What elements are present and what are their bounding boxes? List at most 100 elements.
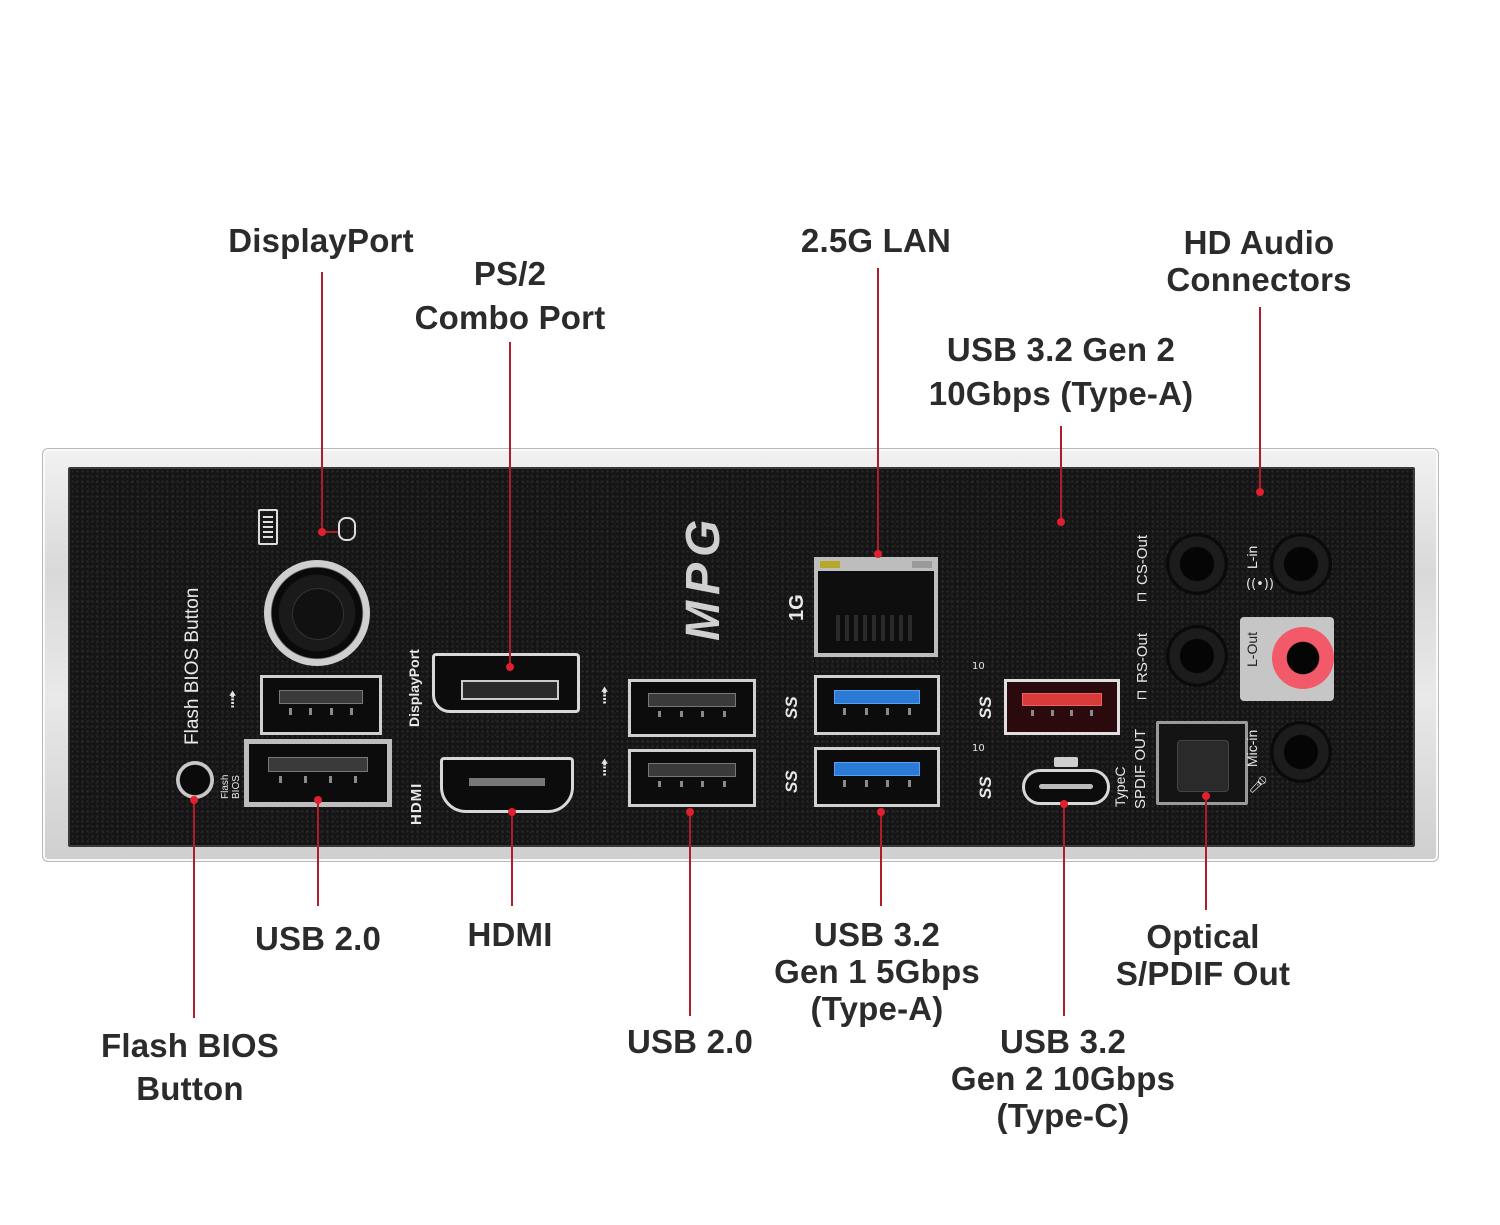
- speaker-icon: ⊏: [1136, 687, 1148, 703]
- mpg-logo: MPG: [677, 513, 730, 641]
- callout-line: USB 2.0: [626, 1023, 754, 1060]
- mic-in-label: Mic-in: [1244, 729, 1260, 767]
- callout-line: (Type-A): [810, 990, 944, 1027]
- lan-led-right: [912, 561, 932, 568]
- io-panel: Flash BIOS Button Flash BIOS ⭫ DisplayPo…: [68, 467, 1415, 847]
- rs-out-label: RS-Out: [1134, 632, 1151, 683]
- audio-jack-line-out[interactable]: [1272, 627, 1334, 689]
- audio-jack-rs-out[interactable]: [1166, 625, 1228, 687]
- callout-line: S/PDIF Out: [1115, 955, 1291, 992]
- callout-line: Combo Port: [414, 299, 606, 336]
- label-line: Flash: [220, 774, 231, 799]
- lan-speed-label: 1G: [786, 594, 808, 621]
- audio-jack-mic-in[interactable]: [1270, 721, 1332, 783]
- callout-optical-spdif: Optical S/PDIF Out: [1116, 918, 1290, 992]
- callout-usb20-mid: USB 2.0: [627, 1023, 753, 1060]
- usb-pins: [657, 711, 727, 718]
- callout-line: (Type-C): [996, 1097, 1130, 1134]
- callout-line: Optical: [1146, 918, 1260, 955]
- flash-bios-button[interactable]: [176, 761, 214, 799]
- line-in-icon: ((•)): [1246, 577, 1274, 592]
- hdmi-logo-label: HDMI: [408, 782, 425, 825]
- hdmi-tongue: [469, 778, 545, 786]
- ss10-usb-icon: SS: [976, 696, 995, 719]
- usb20-port-flash-bios[interactable]: [244, 739, 392, 807]
- lan-contacts: [836, 615, 916, 641]
- ss-usb-icon: SS: [782, 696, 801, 719]
- usb20-port-2[interactable]: [628, 679, 756, 737]
- ps2-combo-port[interactable]: [264, 560, 370, 666]
- callout-usb20-left: USB 2.0: [255, 920, 381, 957]
- typec-latch: [1054, 757, 1078, 767]
- callout-displayport: DisplayPort: [228, 222, 414, 259]
- displayport-label: DisplayPort: [406, 649, 422, 727]
- usb-tongue: [279, 689, 363, 704]
- hdmi-port[interactable]: [440, 757, 574, 813]
- callout-ps2-combo-port: PS/2 Combo Port: [415, 255, 606, 336]
- speaker-icon: ⊏: [1136, 589, 1148, 605]
- usb32-gen2-type-c-port[interactable]: [1022, 769, 1110, 805]
- callout-lan: 2.5G LAN: [801, 222, 951, 259]
- callout-line: HD Audio: [1183, 224, 1335, 261]
- usb-pins: [288, 708, 354, 715]
- keyboard-icon: [258, 509, 278, 545]
- usb20-port-1[interactable]: [260, 675, 382, 735]
- audio-jack-line-in[interactable]: [1270, 533, 1332, 595]
- callout-line: Flash BIOS: [100, 1027, 280, 1064]
- lan-led-left: [820, 561, 840, 568]
- usb-tongue: [648, 693, 736, 707]
- callout-line: Gen 2 10Gbps: [950, 1060, 1176, 1097]
- flash-bios-button-label: Flash BIOS Button: [182, 587, 203, 745]
- spdif-shutter: [1177, 740, 1229, 792]
- usb32-gen1-port-1[interactable]: [814, 675, 940, 735]
- l-out-label: L-Out: [1244, 631, 1260, 667]
- callout-line: USB 3.2 Gen 2: [946, 331, 1176, 368]
- callout-line: 2.5G LAN: [800, 222, 952, 259]
- callout-line: Gen 1 5Gbps: [774, 953, 980, 990]
- cs-out-label: CS-Out: [1134, 534, 1151, 585]
- usb20-port-3[interactable]: [628, 749, 756, 807]
- callout-line: Button: [136, 1070, 244, 1107]
- usb-icon: ⭫: [600, 681, 610, 711]
- usb-pins: [279, 776, 357, 784]
- callout-line: HDMI: [467, 916, 553, 953]
- microphone-icon: 🎤︎: [1248, 775, 1269, 794]
- usb-tongue: [268, 756, 368, 772]
- ss-usb-icon: SS: [782, 770, 801, 793]
- usb-pins: [843, 708, 911, 715]
- callout-line: USB 2.0: [254, 920, 382, 957]
- callout-flash-bios: Flash BIOS Button: [101, 1027, 279, 1107]
- displayport-tongue: [461, 680, 559, 700]
- usb-icon: ⭫: [600, 753, 610, 783]
- callout-usb32-gen2-type-c: USB 3.2 Gen 2 10Gbps (Type-C): [951, 1023, 1175, 1134]
- typec-tongue: [1039, 784, 1093, 789]
- callout-usb32-gen2-type-a: USB 3.2 Gen 2 10Gbps (Type-A): [929, 331, 1194, 412]
- callout-line: USB 3.2: [813, 916, 941, 953]
- lan-rj45-port[interactable]: [814, 557, 938, 657]
- callout-hd-audio: HD Audio Connectors: [1166, 224, 1351, 298]
- usb-tongue: [648, 763, 736, 777]
- callout-line: PS/2: [473, 255, 547, 292]
- usb-pins: [843, 780, 911, 787]
- flash-bios-small-label: Flash BIOS: [220, 775, 242, 799]
- displayport-port[interactable]: [432, 653, 580, 713]
- label-line: BIOS: [231, 775, 242, 799]
- callout-hdmi: HDMI: [467, 916, 552, 953]
- spdif-out-label: SPDIF OUT: [1132, 728, 1149, 809]
- optical-spdif-port[interactable]: [1156, 721, 1248, 805]
- usb-icon: ⭫: [228, 685, 238, 715]
- usb-tongue: [833, 761, 921, 776]
- callout-usb32-gen1-type-a: USB 3.2 Gen 1 5Gbps (Type-A): [774, 916, 980, 1027]
- audio-jack-cs-out[interactable]: [1166, 533, 1228, 595]
- ss10-usb-icon: SS: [976, 776, 995, 799]
- usb-tongue: [833, 689, 921, 704]
- typec-label: TypeC: [1112, 766, 1128, 807]
- callout-line: USB 3.2: [999, 1023, 1127, 1060]
- usb32-gen1-port-2[interactable]: [814, 747, 940, 807]
- mouse-icon: [338, 517, 356, 541]
- usb-pins: [657, 781, 727, 788]
- callout-line: Connectors: [1166, 261, 1352, 298]
- ss10-superscript: 10: [972, 743, 985, 754]
- l-in-label: L-in: [1244, 545, 1260, 569]
- usb32-gen2-type-a-port[interactable]: [1004, 679, 1120, 735]
